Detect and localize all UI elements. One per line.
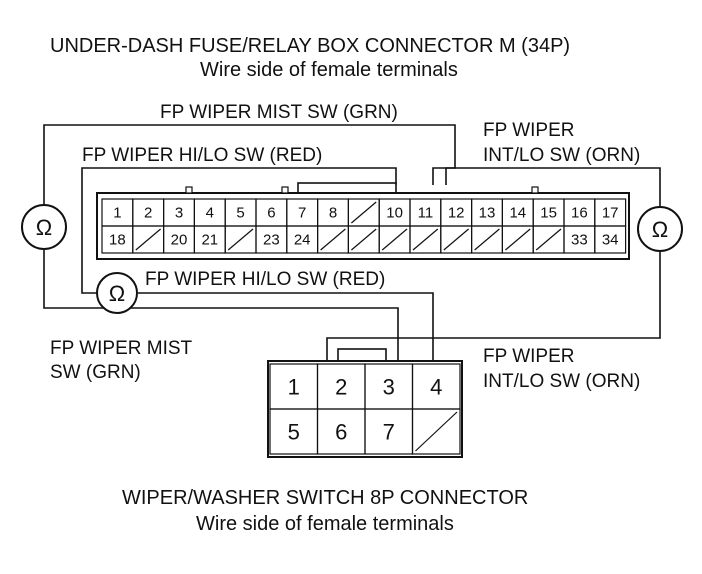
connector-m-pin-label: 21 xyxy=(201,232,218,249)
connector-m-pin-label: 18 xyxy=(109,232,126,249)
connector-m-empty-cavity-mark xyxy=(474,228,500,251)
connector-m-empty-cavity-mark xyxy=(412,228,439,251)
hilo-wire xyxy=(81,167,397,294)
switch-connector-pin-label: 4 xyxy=(430,375,442,400)
mist-wire xyxy=(43,124,456,204)
label-hilo-mid: FP WIPER HI/LO SW (RED) xyxy=(145,269,385,290)
switch-connector-pin-label: 1 xyxy=(288,375,300,400)
connector-m-nub xyxy=(531,186,539,194)
switch-connector-subtitle: Wire side of female terminals xyxy=(196,513,454,535)
connector-m-empty-cavity-mark xyxy=(535,228,562,251)
connector-m-empty-cavity-mark xyxy=(443,228,469,251)
switch-connector-pin-label: 7 xyxy=(383,420,395,445)
connector-m-pin-label: 11 xyxy=(418,205,434,222)
switch-connector-cavity xyxy=(411,408,461,455)
connector-m-pin-label: 8 xyxy=(329,205,337,222)
connector-m-pin-label: 12 xyxy=(448,205,465,222)
connector-m-pin-label: 14 xyxy=(509,205,526,222)
connector-m-pin-label: 23 xyxy=(263,232,280,249)
label-mist-left-2: SW (GRN) xyxy=(50,362,141,383)
connector-m-pin-label: 4 xyxy=(206,205,214,222)
connector-m-empty-cavity-mark xyxy=(351,201,377,224)
connector-m-empty-cavity-mark xyxy=(320,228,346,251)
ohmmeter-left-symbol: Ω xyxy=(36,215,52,240)
switch-connector: 1 2 3 4 5 6 7 xyxy=(267,348,463,458)
label-hilo-top: FP WIPER HI/LO SW (RED) xyxy=(82,145,322,166)
intlo-wire xyxy=(432,167,661,206)
connector-m-pin-label: 24 xyxy=(294,232,311,249)
connector-m-pin-label: 1 xyxy=(113,205,121,222)
ohmmeter-middle-icon xyxy=(96,272,138,314)
ohmmeter-middle-symbol: Ω xyxy=(109,281,125,306)
connector-m-pin-label: 20 xyxy=(171,232,188,249)
switch-connector-empty-cavity-mark xyxy=(415,411,458,452)
connector-m-lock-tab xyxy=(297,182,397,194)
connector-m-empty-cavity-mark xyxy=(351,228,377,251)
switch-connector-lock-tab xyxy=(337,348,387,362)
connector-m-title: UNDER-DASH FUSE/RELAY BOX CONNECTOR M (3… xyxy=(50,35,570,57)
connector-m-nub xyxy=(185,186,193,194)
switch-connector-pin-label: 3 xyxy=(383,375,395,400)
switch-connector-pin-label: 5 xyxy=(288,420,300,445)
label-mist-left-1: FP WIPER MIST xyxy=(50,338,193,359)
connector-m-empty-cavity-mark xyxy=(505,228,531,251)
wires xyxy=(43,124,661,370)
connector-m-pin-label: 6 xyxy=(267,205,275,222)
connector-m-pin-label: 10 xyxy=(386,205,403,222)
connector-m-pin-label: 3 xyxy=(175,205,183,222)
connector-m-pin-label: 5 xyxy=(236,205,244,222)
connector-m-empty-cavity-mark xyxy=(135,228,161,251)
connector-m-cavity xyxy=(594,225,627,254)
switch-connector-cells: 1 2 3 4 5 6 7 xyxy=(269,363,461,455)
ohmmeter-right-symbol: Ω xyxy=(652,217,668,242)
connector-m-pin-label: 17 xyxy=(602,205,619,222)
label-mist-top: FP WIPER MIST SW (GRN) xyxy=(160,102,398,123)
connector-m-pin-label: 15 xyxy=(540,205,557,222)
ohmmeter-left-icon xyxy=(21,204,67,250)
connector-m-empty-cavity-mark xyxy=(227,228,254,251)
label-intlo-top-1: FP WIPER xyxy=(483,120,575,141)
connector-m-pin-label: 7 xyxy=(298,205,306,222)
mist-wire-lower xyxy=(43,250,399,370)
label-intlo-right-1: FP WIPER xyxy=(483,346,575,367)
ohmmeter-left: Ω xyxy=(21,204,67,250)
label-intlo-top-2: INT/LO SW (ORN) xyxy=(483,145,640,166)
switch-connector-pin-label: 6 xyxy=(335,420,347,445)
label-intlo-right-2: INT/LO SW (ORN) xyxy=(483,371,640,392)
connector-m-empty-cavity-mark xyxy=(381,228,408,251)
connector-m-nub xyxy=(281,186,289,194)
ohmmeter-middle: Ω xyxy=(96,272,138,314)
switch-connector-pin-label: 2 xyxy=(335,375,347,400)
intlo-wire-lower xyxy=(326,252,661,370)
connector-m-pin-label: 13 xyxy=(479,205,496,222)
hilo-wire-lower xyxy=(138,292,434,370)
connector-m-pin-label: 16 xyxy=(571,205,588,222)
ohmmeter-right: Ω xyxy=(637,206,683,252)
connector-m-pin-label: 34 xyxy=(602,232,619,249)
ohmmeter-right-icon xyxy=(637,206,683,252)
connector-m-pin-label: 33 xyxy=(571,232,588,249)
connector-m-subtitle: Wire side of female terminals xyxy=(200,59,458,81)
connector-m-pin-label: 2 xyxy=(144,205,152,222)
switch-connector-title: WIPER/WASHER SWITCH 8P CONNECTOR xyxy=(122,487,528,509)
